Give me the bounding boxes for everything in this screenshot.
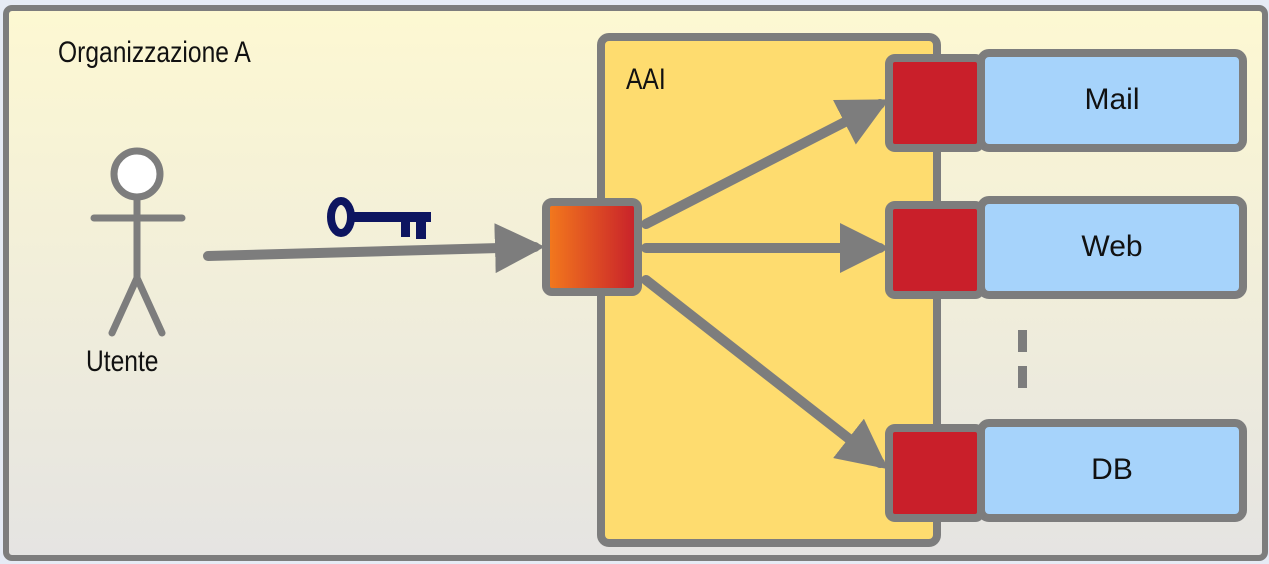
organization-label: Organizzazione A — [58, 36, 251, 69]
arrow-user-to-aai — [203, 223, 545, 274]
user-icon — [90, 147, 186, 337]
connector-web — [885, 201, 985, 299]
ellipsis-dot-1 — [1018, 330, 1027, 352]
service-label-mail: Mail — [1084, 83, 1140, 116]
connector-mail — [885, 54, 985, 152]
arrow-to-mail — [641, 99, 889, 229]
arrow-to-db — [641, 275, 888, 470]
ellipsis-dot-2 — [1018, 366, 1027, 388]
aai-entry-point — [542, 198, 642, 296]
service-label-web: Web — [1081, 230, 1143, 263]
key-icon — [327, 197, 431, 239]
user-label: Utente — [86, 345, 159, 378]
service-label-db: DB — [1091, 453, 1133, 486]
connector-db — [885, 424, 985, 522]
aai-label: AAI — [626, 63, 666, 96]
